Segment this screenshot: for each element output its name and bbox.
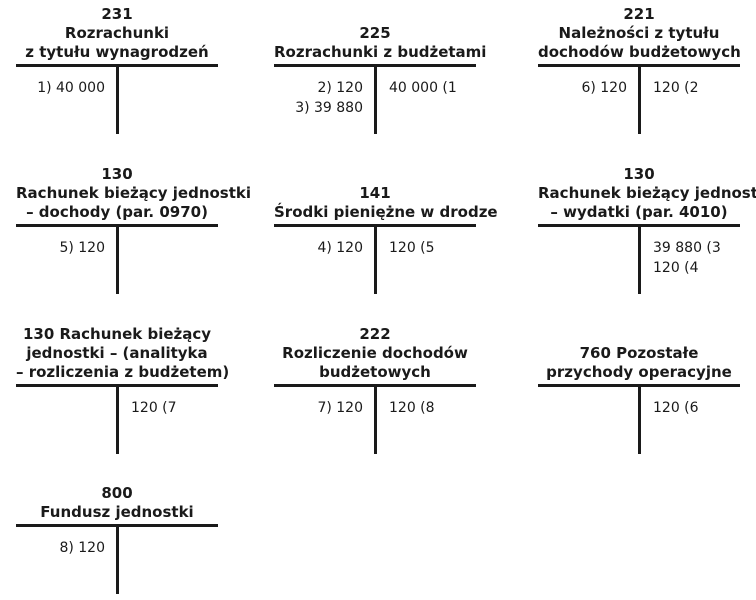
account-name-line: – dochody (par. 0970) <box>26 203 208 221</box>
account-name-line: Środki pieniężne w drodze <box>274 203 498 221</box>
account-name-line: Rozliczenie dochodów <box>282 344 468 362</box>
t-account-vertical-line <box>638 64 641 134</box>
account-number: 221 <box>623 5 655 23</box>
account-number: 141 <box>359 184 391 202</box>
account-name-line: 760 Pozostałe <box>579 344 699 362</box>
t-account-vertical-line <box>638 384 641 454</box>
account-name-line: budżetowych <box>319 363 431 381</box>
debit-side: 8) 120 <box>59 538 105 558</box>
debit-side: 2) 120 3) 39 880 <box>295 78 363 118</box>
account-number: 225 <box>359 24 391 42</box>
account-name-line: Rachunek bieżący jednostki <box>16 184 252 202</box>
account-name-line: Rachunek bieżący jednostki <box>538 184 756 202</box>
ledger-entry: 120 (8 <box>389 400 435 416</box>
debit-side: 5) 120 <box>59 238 105 258</box>
account-name-line: Należności z tytułu <box>558 24 720 42</box>
account-name-line: Fundusz jednostki <box>40 503 194 521</box>
t-account-vertical-line <box>374 384 377 454</box>
ledger-entry: 120 (2 <box>653 80 699 96</box>
account-number: 130 <box>623 165 655 183</box>
ledger-entry: 120 (6 <box>653 400 699 416</box>
debit-side: 7) 120 <box>317 398 363 418</box>
ledger-entry: 8) 120 <box>59 540 105 556</box>
ledger-entry: 120 (7 <box>131 400 177 416</box>
ledger-entry: 120 (5 <box>389 240 435 256</box>
account-number: 800 <box>101 484 133 502</box>
account-name-line: – wydatki (par. 4010) <box>550 203 728 221</box>
account-number: 130 <box>101 165 133 183</box>
t-account-vertical-line <box>638 224 641 294</box>
ledger-entry: 7) 120 <box>317 400 363 416</box>
ledger-entry: 39 880 (3 <box>653 240 721 256</box>
credit-side: 120 (2 <box>653 78 699 98</box>
account-name-line: 130 Rachunek bieżący <box>22 325 212 343</box>
account-name-line: jednostki – (analityka <box>26 344 208 362</box>
credit-side: 40 000 (1 <box>389 78 457 98</box>
debit-side: 1) 40 000 <box>37 78 105 98</box>
credit-side: 120 (6 <box>653 398 699 418</box>
t-account-vertical-line <box>116 384 119 454</box>
account-number: 222 <box>359 325 391 343</box>
ledger-entry: 4) 120 <box>317 240 363 256</box>
ledger-entry: 40 000 (1 <box>389 80 457 96</box>
account-name-line: – rozliczenia z budżetem) <box>16 363 230 381</box>
ledger-entry: 2) 120 <box>317 80 363 96</box>
debit-side: 6) 120 <box>581 78 627 98</box>
account-name-line: Rozrachunki z budżetami <box>274 43 487 61</box>
t-account-vertical-line <box>116 64 119 134</box>
t-account-vertical-line <box>116 524 119 594</box>
credit-side: 39 880 (3 120 (4 <box>653 238 721 278</box>
account-number: 231 <box>101 5 133 23</box>
credit-side: 120 (5 <box>389 238 435 258</box>
debit-side: 4) 120 <box>317 238 363 258</box>
ledger-entry: 120 (4 <box>653 260 699 276</box>
t-account-vertical-line <box>116 224 119 294</box>
credit-side: 120 (7 <box>131 398 177 418</box>
account-name-line: przychody operacyjne <box>546 363 732 381</box>
ledger-entry: 1) 40 000 <box>37 80 105 96</box>
ledger-entry: 3) 39 880 <box>295 100 363 116</box>
account-name-line: Rozrachunki <box>64 24 170 42</box>
t-account-vertical-line <box>374 224 377 294</box>
account-name-line: z tytułu wynagrodzeń <box>25 43 209 61</box>
ledger-entry: 6) 120 <box>581 80 627 96</box>
t-account-vertical-line <box>374 64 377 134</box>
account-name-line: dochodów budżetowych <box>538 43 741 61</box>
ledger-entry: 5) 120 <box>59 240 105 256</box>
credit-side: 120 (8 <box>389 398 435 418</box>
